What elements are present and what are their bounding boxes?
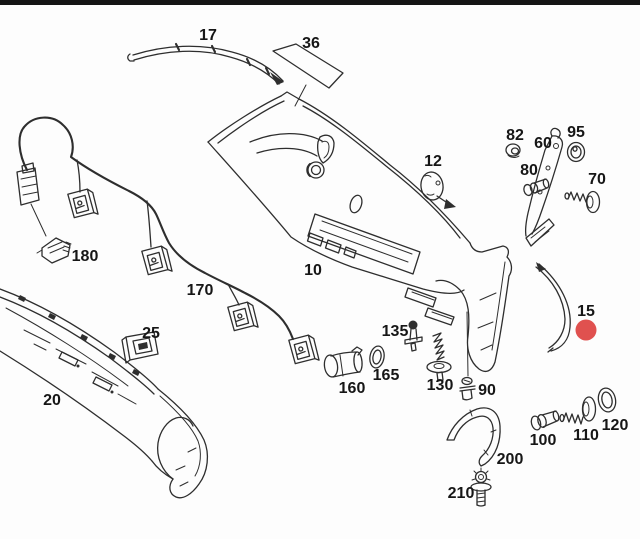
part-200-bracket-drawing bbox=[446, 407, 501, 467]
sensor-connector bbox=[287, 333, 320, 365]
part-36-trim-drawing bbox=[272, 43, 344, 107]
part-label-82[interactable]: 82 bbox=[506, 127, 524, 144]
part-label-17[interactable]: 17 bbox=[199, 27, 217, 44]
part-label-36[interactable]: 36 bbox=[302, 35, 320, 52]
part-70-screw-drawing bbox=[564, 190, 601, 214]
part-label-95[interactable]: 95 bbox=[567, 124, 585, 141]
part-170-harness-drawing bbox=[16, 116, 320, 365]
part-label-100[interactable]: 100 bbox=[529, 432, 557, 449]
part-label-200[interactable]: 200 bbox=[496, 451, 524, 468]
part-label-90[interactable]: 90 bbox=[478, 382, 496, 399]
part-17-strip-drawing bbox=[127, 42, 284, 85]
part-label-60[interactable]: 60 bbox=[534, 135, 552, 152]
part-12-cover-drawing bbox=[420, 171, 456, 209]
part-100-bolt-drawing bbox=[530, 410, 560, 431]
part-label-130[interactable]: 130 bbox=[426, 377, 454, 394]
part-210-screw-drawing bbox=[470, 467, 492, 507]
part-130-screw-drawing bbox=[426, 332, 452, 382]
part-label-120[interactable]: 120 bbox=[601, 417, 629, 434]
part-label-110[interactable]: 110 bbox=[573, 427, 599, 444]
part-label-70[interactable]: 70 bbox=[588, 171, 606, 188]
sensor-connector bbox=[226, 300, 259, 332]
sensor-connector bbox=[140, 244, 173, 276]
top-border-bar bbox=[0, 0, 640, 5]
part-135-rivet-drawing bbox=[404, 320, 423, 352]
part-110-screw-drawing bbox=[559, 396, 597, 425]
part-95-grommet-drawing bbox=[566, 141, 586, 163]
part-60-bracket-drawing bbox=[524, 127, 564, 247]
part-label-180[interactable]: 180 bbox=[71, 248, 99, 265]
part-10-bumper-drawing bbox=[207, 91, 513, 377]
part-80-bolt-drawing bbox=[523, 178, 550, 197]
sensor-connector bbox=[66, 187, 99, 219]
part-120-ring-drawing bbox=[597, 387, 617, 413]
part-165-ring-drawing bbox=[369, 345, 385, 369]
part-82-nut-drawing bbox=[505, 143, 521, 158]
part-label-10[interactable]: 10 bbox=[304, 262, 322, 279]
part-label-25[interactable]: 25 bbox=[142, 325, 160, 342]
part-label-12[interactable]: 12 bbox=[424, 153, 442, 170]
part-label-80[interactable]: 80 bbox=[520, 162, 538, 179]
part-label-210[interactable]: 210 bbox=[447, 485, 475, 502]
part-160-sensor-drawing bbox=[323, 346, 363, 378]
part-20-valance-drawing bbox=[0, 288, 209, 499]
highlight-marker-part-15[interactable] bbox=[575, 319, 597, 341]
part-15-strip-drawing bbox=[535, 262, 571, 353]
part-label-135[interactable]: 135 bbox=[381, 323, 409, 340]
part-label-160[interactable]: 160 bbox=[338, 380, 366, 397]
part-label-170[interactable]: 170 bbox=[186, 282, 214, 299]
part-25-clip-drawing bbox=[121, 331, 159, 364]
part-label-165[interactable]: 165 bbox=[372, 367, 400, 384]
part-180-connector-drawing bbox=[36, 237, 72, 264]
part-label-15[interactable]: 15 bbox=[577, 303, 595, 320]
part-label-20[interactable]: 20 bbox=[43, 392, 61, 409]
part-90-clip-drawing bbox=[459, 376, 476, 401]
